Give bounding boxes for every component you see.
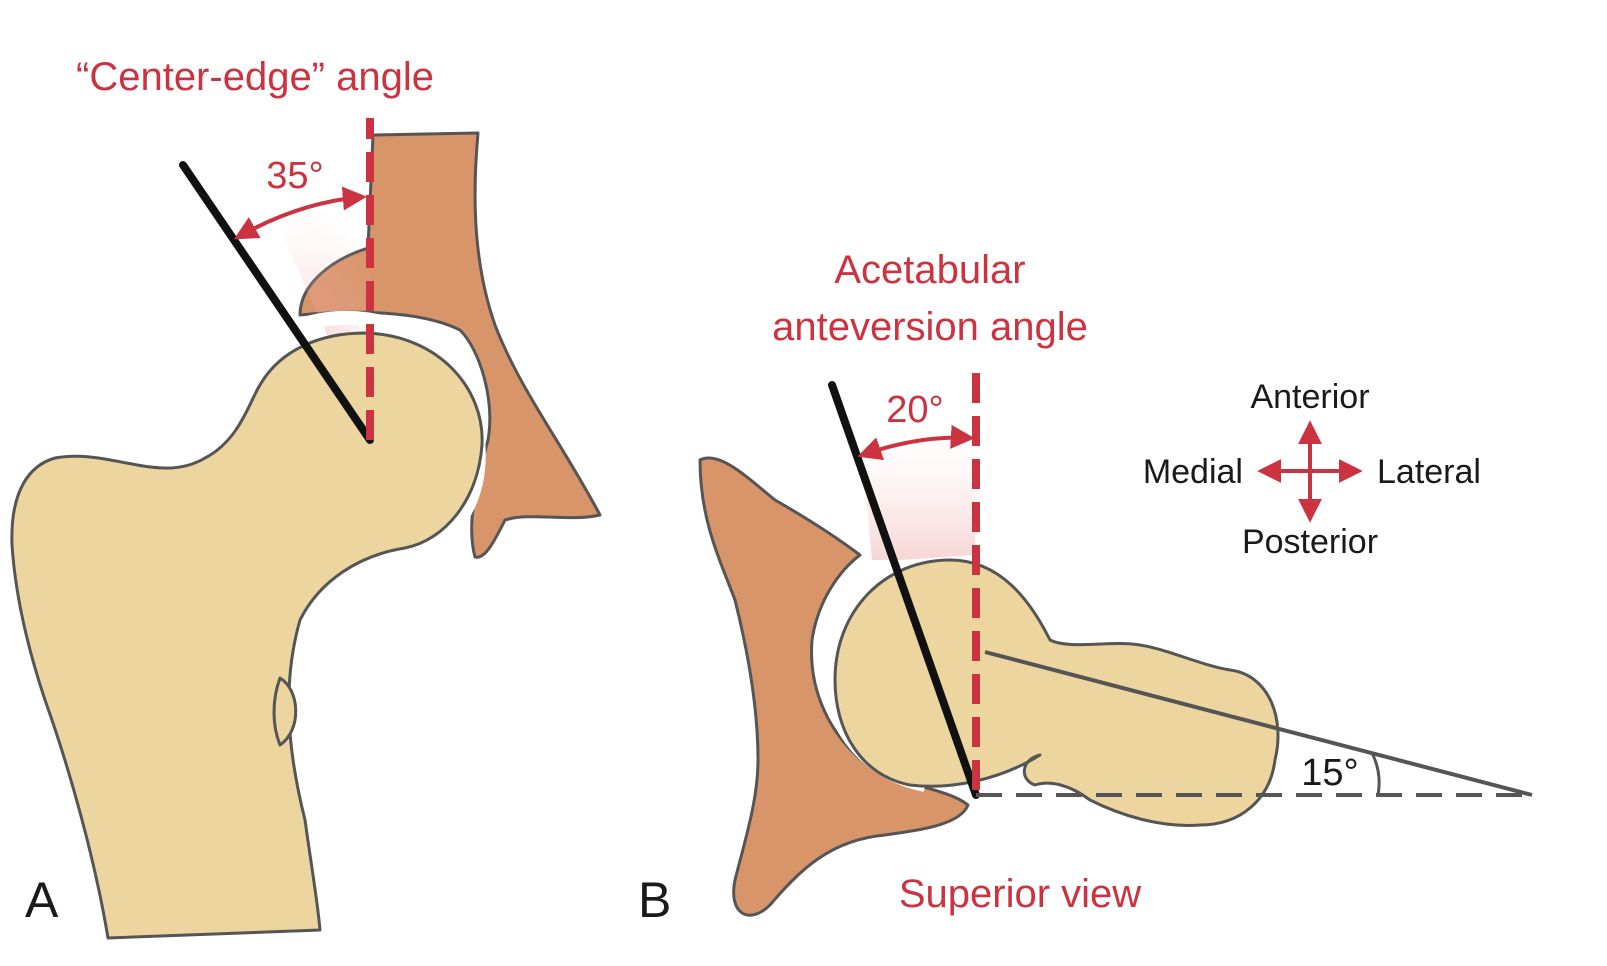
panel-a: “Center-edge” angle 35° A (10, 55, 602, 940)
panel-b-femoral-angle-label: 15° (1301, 752, 1358, 794)
panel-b-femoral-angle-arc (1370, 752, 1381, 796)
panel-b-label: B (638, 872, 671, 928)
panel-b-femoral-axis (984, 650, 1533, 797)
compass-anterior: Anterior (1250, 378, 1369, 416)
panel-b-angle-arc (857, 424, 975, 461)
panel-b-view-label: Superior view (899, 872, 1141, 916)
panel-b-acetabular-line (828, 381, 980, 799)
panel-a-title: “Center-edge” angle (76, 55, 434, 99)
compass-lateral: Lateral (1377, 453, 1481, 491)
panel-a-angle-label: 35° (266, 155, 323, 197)
panel-a-label: A (25, 872, 59, 928)
panel-a-edge-line (179, 161, 374, 444)
compass-posterior: Posterior (1242, 523, 1378, 561)
panel-b-title-line2: anteversion angle (772, 305, 1088, 349)
panel-a-lesser-trochanter (272, 676, 298, 747)
orientation-compass: Anterior Medial Lateral Posterior (1143, 378, 1481, 561)
panel-b-femur (833, 558, 1280, 827)
compass-medial: Medial (1143, 453, 1243, 491)
panel-a-femur (10, 331, 484, 940)
panel-b-pelvis (698, 456, 970, 917)
panel-b-title-line1: Acetabular (834, 248, 1025, 292)
panel-b: Acetabular anteversion angle 20° 15° Sup… (638, 248, 1535, 928)
panel-b-angle-label: 20° (886, 389, 943, 431)
panel-b-angle-glow (860, 430, 975, 560)
panel-a-angle-arc (233, 186, 367, 240)
